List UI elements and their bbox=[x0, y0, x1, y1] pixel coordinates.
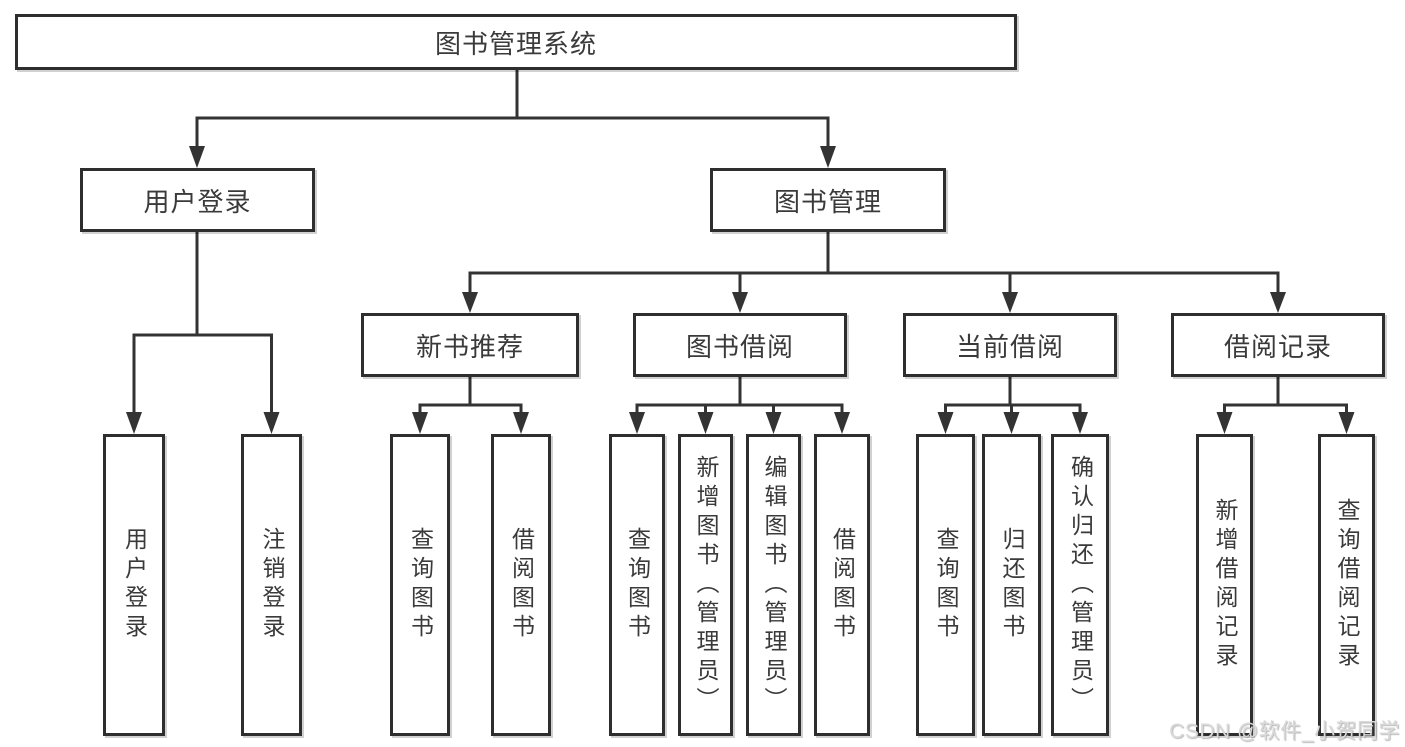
node-new-book-recommendation: 新书推荐 bbox=[361, 313, 579, 377]
node-new-book-recommendation-label: 新书推荐 bbox=[415, 331, 524, 362]
node-borrowing-records: 借阅记录 bbox=[1171, 313, 1385, 377]
node-book-management-label: 图书管理 bbox=[773, 186, 882, 217]
node-book-borrowing: 图书借阅 bbox=[633, 313, 847, 377]
csdn-watermark: CSDN @软件_小贺同学 bbox=[1169, 720, 1400, 743]
node-current-borrowing: 当前借阅 bbox=[903, 313, 1117, 377]
leaf-borrow-borrow-books: 借阅图书 bbox=[814, 434, 870, 736]
leaf-current-return-books-label: 归还图书 bbox=[999, 527, 1025, 643]
leaf-user-login-label: 用户登录 bbox=[121, 527, 148, 643]
node-current-borrowing-label: 当前借阅 bbox=[955, 331, 1064, 362]
leaf-newbook-query-books-label: 查询图书 bbox=[407, 527, 434, 643]
leaf-current-query-books: 查询图书 bbox=[916, 434, 975, 736]
arrowheads bbox=[126, 146, 1355, 434]
leaf-borrow-edit-books-admin-label: 编辑图书（管理员） bbox=[761, 454, 787, 716]
leaf-current-confirm-return-admin: 确认归还（管理员） bbox=[1051, 434, 1109, 736]
leaf-borrow-edit-books-admin: 编辑图书（管理员） bbox=[746, 434, 801, 736]
node-user-login-label: 用户登录 bbox=[143, 186, 252, 217]
leaf-current-query-books-label: 查询图书 bbox=[933, 527, 959, 643]
leaf-records-add-record-label: 新增借阅记录 bbox=[1212, 498, 1238, 672]
node-root: 图书管理系统 bbox=[15, 14, 1017, 70]
node-book-borrowing-label: 图书借阅 bbox=[685, 331, 794, 362]
leaf-newbook-borrow-books: 借阅图书 bbox=[491, 434, 551, 736]
leaf-borrow-add-books-admin-label: 新增图书（管理员） bbox=[693, 454, 719, 716]
leaf-logout: 注销登录 bbox=[241, 434, 302, 736]
leaf-records-query-record-label: 查询借阅记录 bbox=[1334, 498, 1360, 672]
leaf-borrow-query-books-label: 查询图书 bbox=[624, 527, 651, 643]
leaf-borrow-add-books-admin: 新增图书（管理员） bbox=[678, 434, 733, 736]
node-borrowing-records-label: 借阅记录 bbox=[1223, 331, 1332, 362]
leaf-newbook-borrow-books-label: 借阅图书 bbox=[508, 527, 535, 643]
leaf-borrow-query-books: 查询图书 bbox=[609, 434, 665, 736]
node-root-label: 图书管理系统 bbox=[434, 28, 597, 59]
leaf-current-return-books: 归还图书 bbox=[982, 434, 1041, 736]
leaf-records-add-record: 新增借阅记录 bbox=[1196, 434, 1253, 736]
leaf-records-query-record: 查询借阅记录 bbox=[1318, 434, 1375, 736]
node-book-management: 图书管理 bbox=[710, 168, 946, 232]
leaf-current-confirm-return-admin-label: 确认归还（管理员） bbox=[1067, 454, 1094, 716]
connector-stems-and-bars bbox=[132, 70, 1348, 416]
leaf-borrow-borrow-books-label: 借阅图书 bbox=[829, 527, 856, 643]
leaf-newbook-query-books: 查询图书 bbox=[390, 434, 450, 736]
leaf-logout-label: 注销登录 bbox=[259, 527, 285, 643]
node-user-login: 用户登录 bbox=[80, 168, 315, 232]
leaf-user-login: 用户登录 bbox=[103, 434, 165, 736]
